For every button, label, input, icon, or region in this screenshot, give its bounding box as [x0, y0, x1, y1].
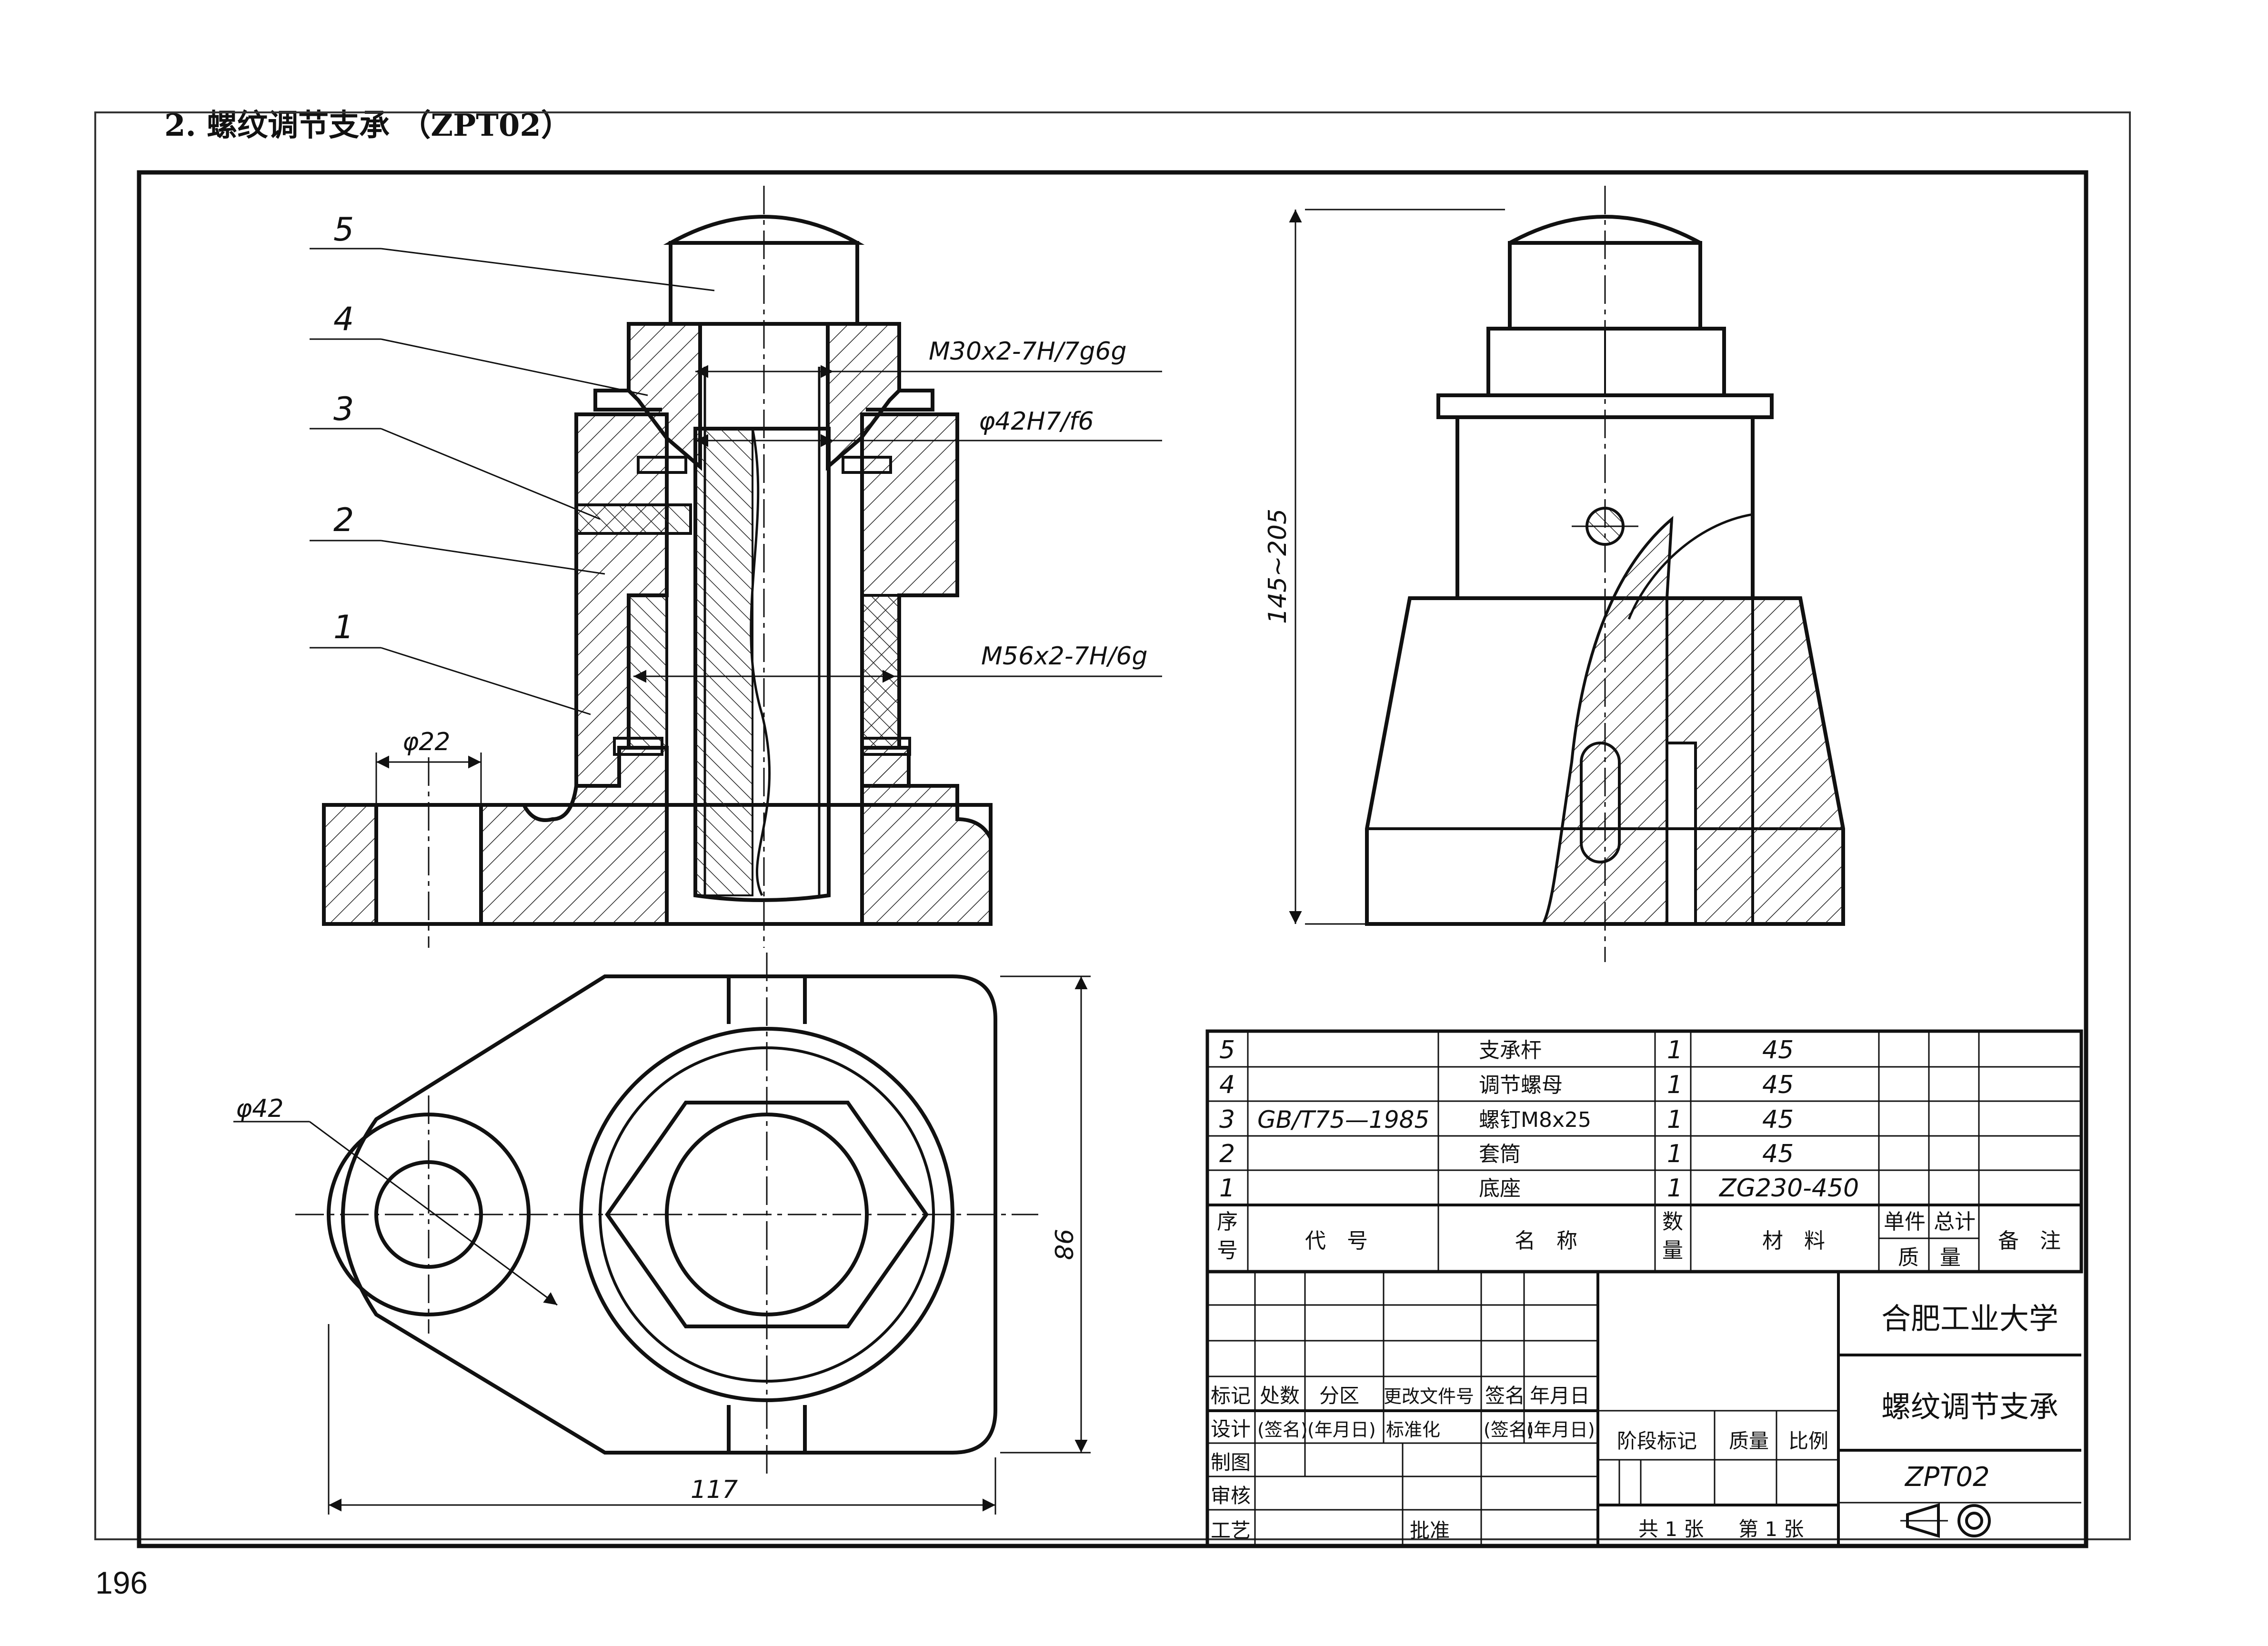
bom-header-qty-1: 数	[1662, 1210, 1683, 1234]
bom-qty-3: 1	[1667, 1105, 1683, 1134]
height-range-label: 145~205	[1264, 509, 1292, 624]
bom-header-material: 材 料	[1762, 1229, 1825, 1253]
tb-design: 设计	[1211, 1417, 1251, 1441]
bom-qty-2: 1	[1667, 1140, 1683, 1168]
tb-approve: 批准	[1410, 1519, 1450, 1542]
bom-name-2: 套筒	[1479, 1142, 1521, 1166]
bom-no-1: 1	[1219, 1174, 1235, 1203]
bom-header-mass: 质 量	[1898, 1245, 1961, 1270]
bom-header-name: 名 称	[1515, 1229, 1577, 1253]
tb-design-date: (年月日)	[1307, 1419, 1376, 1440]
bom-material-5: 45	[1762, 1036, 1794, 1064]
tb-stage: 阶段标记	[1617, 1429, 1697, 1453]
bom-no-2: 2	[1219, 1140, 1235, 1168]
bom-material-4: 45	[1762, 1071, 1794, 1099]
tb-mass: 质量	[1729, 1429, 1769, 1453]
bom-header-total: 总计	[1934, 1210, 1976, 1234]
outer-frame	[94, 111, 2131, 1540]
tb-org: 合肥工业大学	[1881, 1301, 2058, 1336]
tb-rev-doc: 更改文件号	[1384, 1386, 1474, 1407]
plan-width-label: 117	[691, 1475, 738, 1504]
tb-standardize: 标准化	[1386, 1419, 1440, 1440]
bom-name-1: 底座	[1479, 1176, 1521, 1201]
projection-symbol-icon	[1900, 1503, 1991, 1538]
bom-no-4: 4	[1219, 1071, 1235, 1099]
bom-material-1: ZG230-450	[1718, 1174, 1859, 1203]
tb-rev-zone: 分区	[1319, 1384, 1359, 1407]
hole-dia-label: φ22	[402, 728, 450, 756]
bom-qty-4: 1	[1667, 1071, 1683, 1099]
bom-header-remark: 备 注	[1998, 1229, 2061, 1253]
tb-rev-sign: 签名	[1485, 1384, 1525, 1407]
callout-5: 5	[333, 211, 354, 249]
inner-frame	[137, 170, 2088, 1548]
tb-draw: 制图	[1211, 1451, 1251, 1474]
callout-3: 3	[333, 391, 354, 428]
bom-no-5: 5	[1219, 1036, 1235, 1064]
thread-bottom-label: M56x2-7H/6g	[981, 642, 1147, 671]
section-code: （ZPT02）	[400, 108, 572, 143]
tb-drawing-no: ZPT02	[1904, 1462, 1990, 1493]
bom-name-5: 支承杆	[1479, 1038, 1542, 1063]
bom-header-no-2: 号	[1217, 1238, 1238, 1263]
tb-process: 工艺	[1211, 1519, 1251, 1542]
bom-qty-1: 1	[1667, 1174, 1683, 1203]
tb-sheets-total: 共 1 张	[1638, 1517, 1704, 1541]
bom-header-code: 代 号	[1305, 1229, 1368, 1253]
tb-rev-count: 处数	[1260, 1384, 1300, 1407]
tb-design-sign: (签名)	[1257, 1419, 1308, 1440]
tb-part-name: 螺纹调节支承	[1881, 1389, 2058, 1424]
bom-name-4: 调节螺母	[1479, 1073, 1563, 1097]
bom-material-2: 45	[1762, 1140, 1794, 1168]
callout-2: 2	[333, 502, 354, 539]
plan-height-label: 98	[1049, 1229, 1077, 1260]
fit-label: φ42H7/f6	[979, 407, 1094, 436]
bom-table	[1205, 1029, 2083, 1546]
tb-check: 审核	[1211, 1484, 1251, 1507]
bom-header-no-1: 序	[1217, 1210, 1238, 1234]
bom-name-3: 螺钉M8x25	[1479, 1108, 1591, 1132]
tb-rev-date: 年月日	[1530, 1384, 1590, 1407]
tb-rev-mark: 标记	[1211, 1384, 1251, 1407]
bom-no-3: 3	[1219, 1105, 1235, 1134]
page-number: 196	[95, 1565, 148, 1600]
bom-code-3: GB/T75—1985	[1257, 1106, 1429, 1134]
front-section-view	[310, 186, 1162, 948]
bom-material-3: 45	[1762, 1105, 1794, 1134]
boss-dia-label: φ42	[236, 1094, 283, 1123]
bom-header-unit: 单件	[1884, 1210, 1926, 1234]
tb-std-sign: (签名)	[1484, 1419, 1534, 1440]
section-number: 2.	[164, 108, 196, 143]
callout-1: 1	[333, 609, 354, 646]
tb-scale: 比例	[1788, 1429, 1828, 1453]
section-title: 螺纹调节支承	[207, 108, 390, 143]
bom-qty-5: 1	[1667, 1036, 1683, 1064]
tb-sheet-no: 第 1 张	[1738, 1517, 1804, 1541]
bom-header-qty-2: 量	[1662, 1238, 1683, 1263]
plan-view	[233, 953, 1091, 1515]
callout-4: 4	[333, 301, 354, 338]
section-heading: 2. 螺纹调节支承 （ZPT02）	[164, 110, 572, 141]
thread-top-label: M30x2-7H/7g6g	[929, 337, 1127, 366]
tb-std-date: (年月日)	[1526, 1419, 1595, 1440]
side-view	[1289, 186, 1845, 962]
